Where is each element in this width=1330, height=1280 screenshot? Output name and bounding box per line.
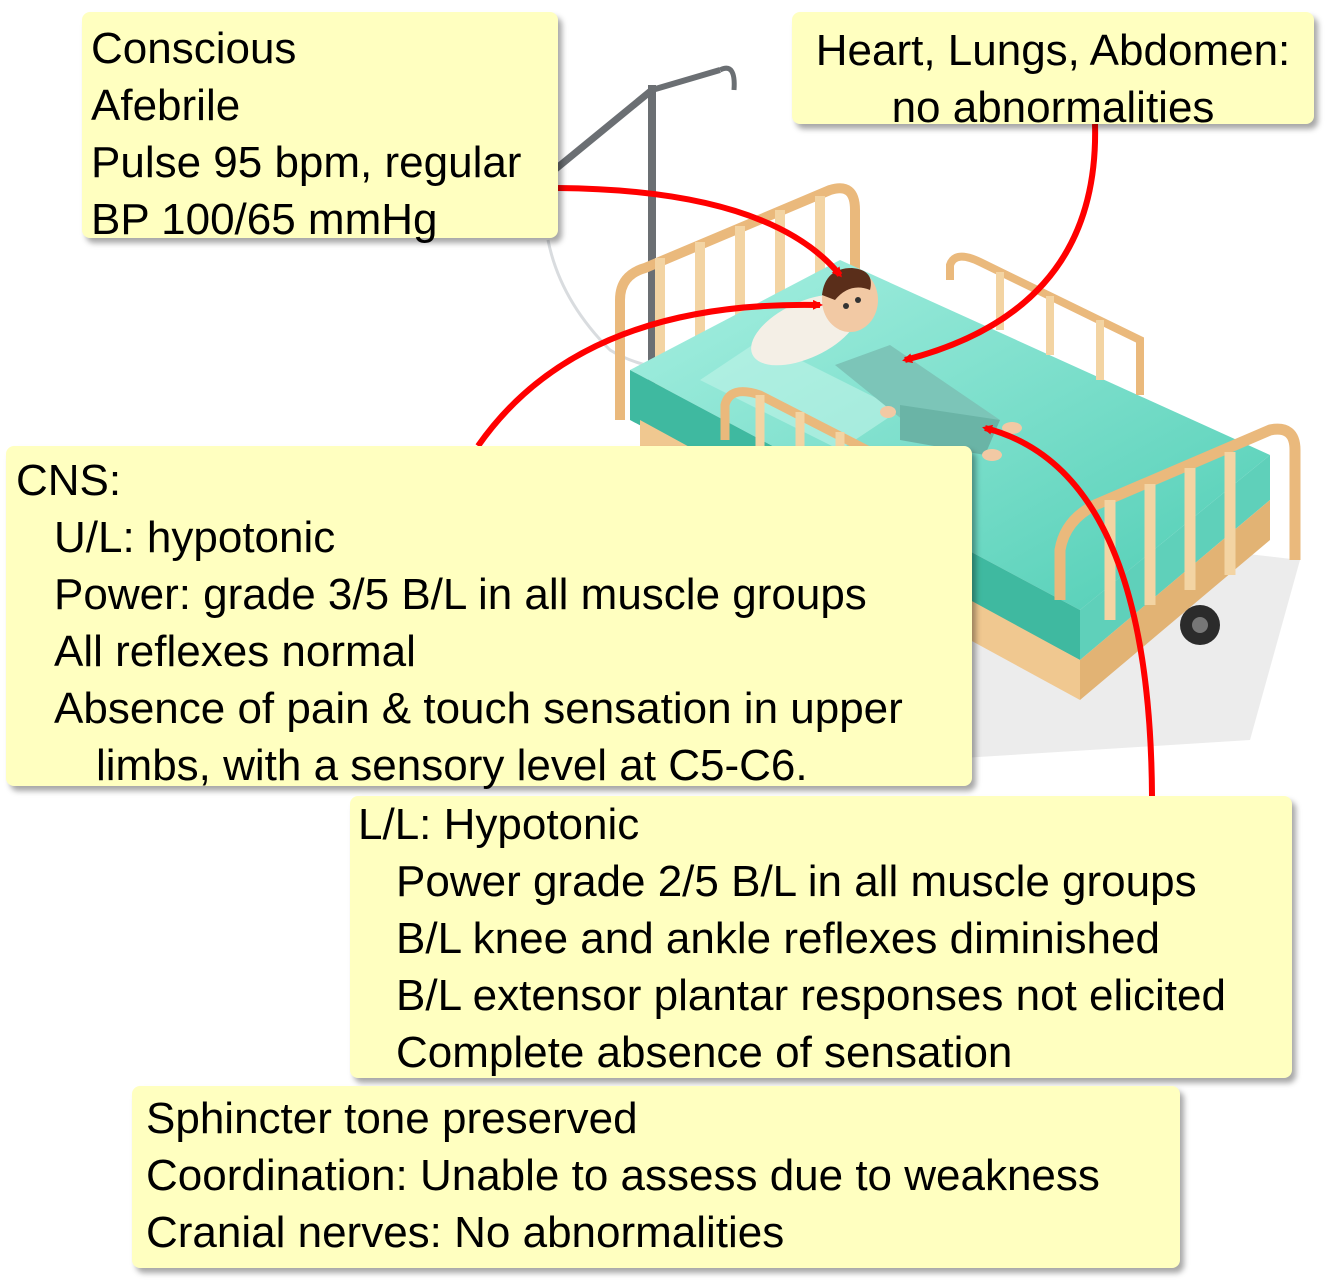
- arrow-heart-to-chest: [902, 123, 1099, 364]
- vitals-line: Afebrile: [91, 81, 241, 130]
- lower-limbs-line: B/L knee and ankle reflexes diminished: [396, 914, 1160, 963]
- callout-vitals: Conscious Afebrile Pulse 95 bpm, regular…: [82, 12, 558, 244]
- heart-line: Heart, Lungs, Abdomen:: [815, 26, 1291, 75]
- cns-line: limbs, with a sensory level at C5-C6.: [96, 741, 808, 790]
- arrow-lowerlimbs-to-legs: [982, 424, 1155, 797]
- callout-heart-lungs-abdomen: Heart, Lungs, Abdomen: no abnormalities: [792, 12, 1314, 132]
- callout-arrows: [475, 123, 1155, 797]
- misc-line: Cranial nerves: No abnormalities: [146, 1208, 785, 1257]
- cns-line: Absence of pain & touch sensation in upp…: [54, 684, 903, 733]
- callout-cns: CNS: U/L: hypotonic Power: grade 3/5 B/L…: [6, 446, 972, 790]
- bed-foot-board: [1054, 423, 1301, 620]
- arrow-vitals-to-head: [557, 185, 843, 278]
- vitals-line: BP 100/65 mmHg: [91, 195, 438, 244]
- misc-line: Sphincter tone preserved: [146, 1094, 638, 1143]
- lower-limbs-line: B/L extensor plantar responses not elici…: [396, 971, 1226, 1020]
- arrow-cns-to-head: [475, 299, 823, 448]
- heart-line: no abnormalities: [891, 83, 1215, 132]
- misc-line: Coordination: Unable to assess due to we…: [146, 1151, 1100, 1200]
- vitals-line: Conscious: [91, 24, 297, 73]
- callout-sphincter-coordination-cranial: Sphincter tone preserved Coordination: U…: [132, 1086, 1180, 1268]
- cns-line: All reflexes normal: [54, 627, 416, 676]
- vitals-line: Pulse 95 bpm, regular: [91, 138, 522, 187]
- cns-line: U/L: hypotonic: [54, 513, 336, 562]
- lower-limbs-heading: L/L: Hypotonic: [358, 800, 640, 849]
- cns-heading: CNS:: [16, 456, 122, 505]
- callout-lower-limbs: L/L: Hypotonic Power grade 2/5 B/L in al…: [350, 796, 1292, 1078]
- lower-limbs-line: Complete absence of sensation: [396, 1028, 1013, 1077]
- lower-limbs-line: Power grade 2/5 B/L in all muscle groups: [396, 857, 1197, 906]
- cns-line: Power: grade 3/5 B/L in all muscle group…: [54, 570, 867, 619]
